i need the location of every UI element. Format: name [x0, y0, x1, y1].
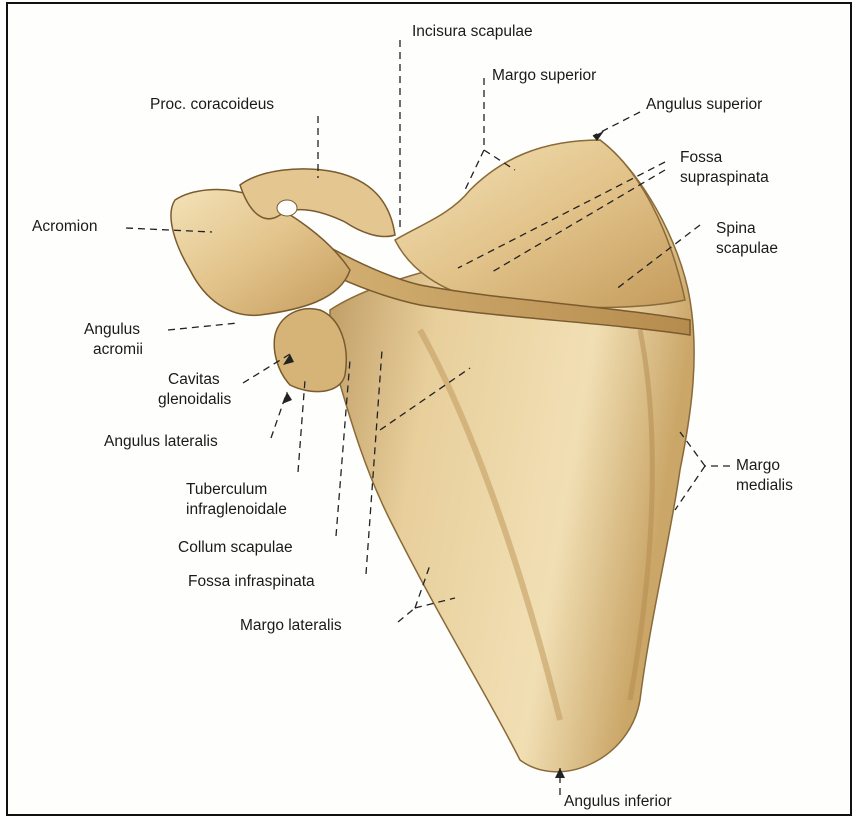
- label-angulus-acromii-2: acromii: [93, 340, 143, 359]
- glenoid-shape: [274, 309, 346, 392]
- coracoid-hole: [277, 200, 297, 216]
- label-spina-scapulae-2: scapulae: [716, 239, 778, 258]
- label-angulus-acromii-1: Angulus: [84, 320, 140, 339]
- label-margo-medialis-2: medialis: [736, 476, 793, 495]
- label-fossa-infraspinata: Fossa infraspinata: [188, 572, 315, 591]
- label-angulus-lateralis: Angulus lateralis: [104, 432, 218, 451]
- label-angulus-inferior: Angulus inferior: [564, 792, 672, 811]
- label-acromion: Acromion: [32, 217, 97, 236]
- label-cavitas-glenoidalis-1: Cavitas: [168, 370, 220, 389]
- label-margo-medialis-1: Margo: [736, 456, 780, 475]
- label-incisura-scapulae: Incisura scapulae: [412, 22, 533, 41]
- label-cavitas-glenoidalis-2: glenoidalis: [158, 390, 231, 409]
- supraspinous-region: [395, 140, 685, 308]
- label-tuberculum-2: infraglenoidale: [186, 500, 287, 519]
- label-margo-superior: Margo superior: [492, 66, 596, 85]
- label-margo-lateralis: Margo lateralis: [240, 616, 342, 635]
- label-proc-coracoideus: Proc. coracoideus: [150, 95, 274, 114]
- label-angulus-superior: Angulus superior: [646, 95, 762, 114]
- label-tuberculum-1: Tuberculum: [186, 480, 267, 499]
- label-fossa-supraspinata-2: supraspinata: [680, 168, 769, 187]
- label-fossa-supraspinata-1: Fossa: [680, 148, 722, 167]
- label-spina-scapulae-1: Spina: [716, 219, 756, 238]
- label-collum-scapulae: Collum scapulae: [178, 538, 293, 557]
